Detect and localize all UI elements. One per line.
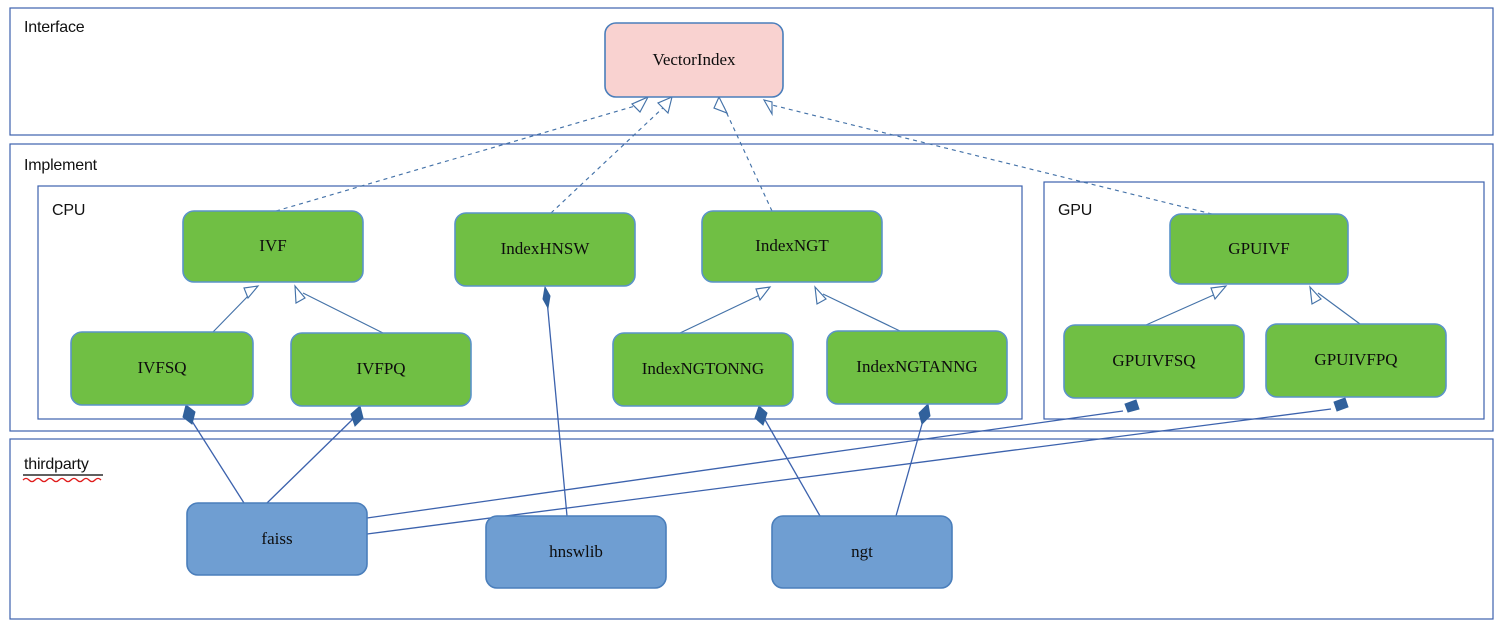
node-label-indexngt: IndexNGT [755, 236, 829, 255]
node-hnswlib[interactable]: hnswlib [485, 515, 667, 589]
edge-faiss-to-gpuivfpq [366, 397, 1349, 535]
spellcheck-squiggle-icon [22, 477, 102, 483]
edge-gpuivfsq-to-gpuivf [1145, 285, 1228, 326]
node-label-indexngtonng: IndexNGTONNG [642, 359, 764, 378]
node-label-indexngtanng: IndexNGTANNG [856, 357, 977, 376]
group-label-gpu: GPU [1058, 202, 1092, 219]
node-label-gpuivfpq: GPUIVFPQ [1314, 350, 1397, 369]
node-indexngt[interactable]: IndexNGT [701, 210, 883, 283]
edge-indexngt-to-vectorindex [713, 95, 773, 212]
node-gpuivf[interactable]: GPUIVF [1169, 213, 1349, 285]
node-indexngtonng[interactable]: IndexNGTONNG [612, 332, 794, 407]
node-ivf[interactable]: IVF [182, 210, 364, 283]
edge-ngt-to-indexngtanng [895, 402, 931, 517]
node-label-indexhnsw: IndexHNSW [501, 239, 591, 258]
group-label-thirdparty: thirdparty [24, 456, 89, 473]
node-ivfsq[interactable]: IVFSQ [70, 331, 254, 406]
edge-faiss-to-ivfsq [182, 404, 245, 504]
group-label-interface: Interface [24, 19, 85, 36]
group-label-cpu: CPU [52, 202, 85, 219]
edge-indexngtonng-to-indexngt [679, 286, 772, 334]
edge-gpuivf-to-vectorindex [762, 99, 1213, 215]
node-indexngtanng[interactable]: IndexNGTANNG [826, 330, 1008, 405]
edge-faiss-to-ivfpq [266, 405, 364, 504]
node-indexhnsw[interactable]: IndexHNSW [454, 212, 636, 287]
node-gpuivfpq[interactable]: GPUIVFPQ [1265, 323, 1447, 398]
edge-indexhnsw-to-vectorindex [550, 96, 673, 214]
edge-hnswlib-to-indexhnsw [542, 285, 568, 517]
edge-ivfpq-to-ivf [294, 284, 384, 334]
node-vectorindex[interactable]: VectorIndex [604, 22, 784, 98]
node-label-gpuivfsq: GPUIVFSQ [1112, 351, 1195, 370]
edge-ivfsq-to-ivf [212, 285, 260, 333]
edge-indexngtanng-to-indexngt [814, 285, 901, 332]
node-faiss[interactable]: faiss [186, 502, 368, 576]
edge-ivf-to-vectorindex [275, 95, 650, 212]
node-label-vectorindex: VectorIndex [652, 50, 736, 69]
node-label-hnswlib: hnswlib [549, 542, 603, 561]
node-label-faiss: faiss [261, 529, 292, 548]
node-label-ivfpq: IVFPQ [356, 359, 405, 378]
edge-faiss-to-gpuivfsq [366, 399, 1140, 519]
edge-ngt-to-indexngtonng [754, 405, 821, 517]
node-gpuivfsq[interactable]: GPUIVFSQ [1063, 324, 1245, 399]
node-label-ivfsq: IVFSQ [137, 358, 186, 377]
node-label-ivf: IVF [259, 236, 286, 255]
group-label-implement: Implement [24, 157, 98, 174]
edge-gpuivfpq-to-gpuivf [1309, 285, 1361, 325]
node-ivfpq[interactable]: IVFPQ [290, 332, 472, 407]
node-label-ngt: ngt [851, 542, 873, 561]
node-label-gpuivf: GPUIVF [1228, 239, 1289, 258]
node-ngt[interactable]: ngt [771, 515, 953, 589]
